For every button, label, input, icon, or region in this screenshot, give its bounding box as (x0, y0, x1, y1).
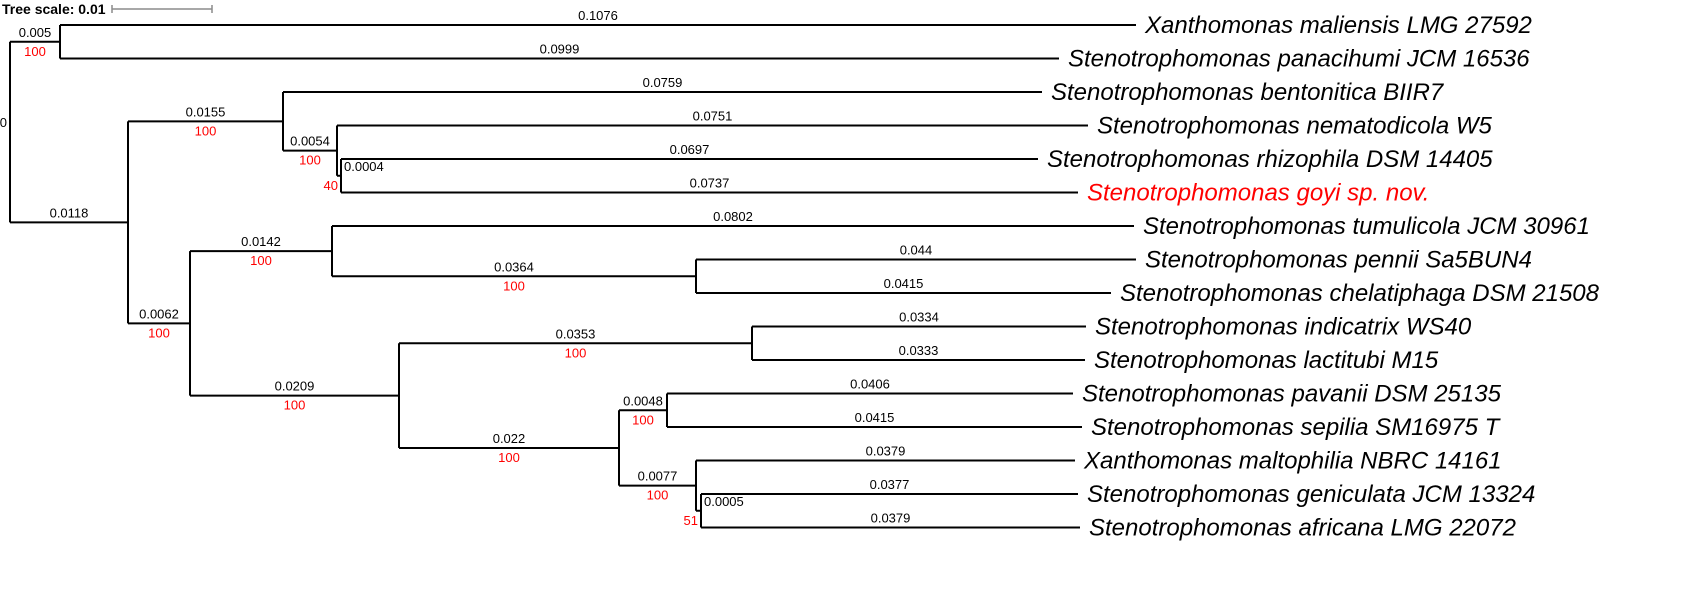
branch-length-label: 0.1076 (578, 8, 618, 23)
branch-length-label: 0.0333 (899, 343, 939, 358)
support-value-label: 51 (684, 513, 698, 528)
taxon-label-pavanii: Stenotrophomonas pavanii DSM 25135 (1082, 381, 1502, 408)
branch-length-label: 0.0364 (494, 259, 534, 274)
branch-length-label: 0.0155 (186, 104, 226, 119)
taxon-label-geniculata: Stenotrophomonas geniculata JCM 13324 (1087, 481, 1535, 508)
taxon-label-maliensis: Xanthomonas maliensis LMG 27592 (1144, 12, 1532, 39)
taxon-label-tumulicola: Stenotrophomonas tumulicola JCM 30961 (1143, 213, 1590, 240)
branch-length-label: 0.0999 (540, 42, 580, 57)
branch-length-label: 0 (0, 115, 7, 130)
branch-length-label: 0.0048 (623, 393, 663, 408)
support-value-label: 100 (24, 44, 46, 59)
taxon-label-africana: Stenotrophomonas africana LMG 22072 (1089, 515, 1516, 542)
support-value-label: 100 (503, 278, 525, 293)
taxon-label-rhizophila: Stenotrophomonas rhizophila DSM 14405 (1047, 146, 1493, 173)
tree-scale: Tree scale: 0.01 (2, 1, 213, 17)
branch-length-label: 0.0697 (670, 142, 710, 157)
branch-length-label: 0.0118 (50, 205, 89, 220)
branch-length-label: 0.0415 (884, 276, 924, 291)
support-value-label: 100 (250, 253, 272, 268)
branch-length-label: 0.0334 (899, 310, 939, 325)
branch-length-label: 0.0062 (139, 306, 179, 321)
branch-length-label: 0.0005 (704, 494, 744, 509)
support-value-label: 100 (565, 345, 587, 360)
branch-length-label: 0.0759 (643, 75, 683, 90)
tree-scale-bar (111, 5, 213, 13)
branch-length-label: 0.0004 (344, 159, 384, 174)
branch-length-label: 0.0353 (556, 326, 596, 341)
taxon-label-maltophilia: Xanthomonas maltophilia NBRC 14161 (1083, 448, 1502, 475)
branch-length-label: 0.0054 (290, 134, 330, 149)
support-value-label: 100 (632, 412, 654, 427)
taxon-label-chelatiphaga: Stenotrophomonas chelatiphaga DSM 21508 (1120, 280, 1600, 307)
support-value-label: 100 (498, 450, 520, 465)
branch-length-label: 0.0209 (275, 379, 315, 394)
tree-layer: Xanthomonas maliensis LMG 27592 0.1076Ste… (0, 8, 1600, 542)
taxon-label-panacihumi: Stenotrophomonas panacihumi JCM 16536 (1068, 46, 1530, 73)
branch-length-label: 0.0377 (870, 477, 910, 492)
taxon-label-sepilia: Stenotrophomonas sepilia SM16975 T (1091, 414, 1502, 441)
support-value-label: 100 (647, 488, 669, 503)
branch-length-label: 0.0379 (871, 511, 911, 526)
tree-scale-label: Tree scale: 0.01 (2, 1, 106, 17)
support-value-label: 40 (324, 178, 338, 193)
branch-length-label: 0.005 (19, 25, 52, 40)
taxon-label-pennii: Stenotrophomonas pennii Sa5BUN4 (1145, 247, 1532, 274)
support-value-label: 100 (299, 153, 321, 168)
branch-length-label: 0.0142 (241, 234, 281, 249)
taxon-label-nematodicola: Stenotrophomonas nematodicola W5 (1097, 113, 1493, 140)
branch-length-label: 0.0802 (713, 209, 753, 224)
taxon-label-bentonitica: Stenotrophomonas bentonitica BIIR7 (1051, 79, 1445, 106)
support-value-label: 100 (284, 398, 306, 413)
branch-length-label: 0.0379 (866, 444, 906, 459)
branch-length-label: 0.0077 (638, 469, 678, 484)
branch-length-label: 0.0406 (850, 377, 890, 392)
branch-length-label: 0.044 (900, 243, 933, 258)
branch-length-label: 0.0415 (855, 410, 895, 425)
branch-length-label: 0.0751 (693, 109, 733, 124)
taxon-label-indicatrix: Stenotrophomonas indicatrix WS40 (1095, 314, 1472, 341)
branch-length-label: 0.022 (493, 431, 526, 446)
support-value-label: 100 (195, 123, 217, 138)
taxon-label-goyi: Stenotrophomonas goyi sp. nov. (1087, 180, 1429, 207)
taxon-label-lactitubi: Stenotrophomonas lactitubi M15 (1094, 347, 1439, 374)
support-value-label: 100 (148, 325, 170, 340)
branch-length-label: 0.0737 (690, 176, 730, 191)
